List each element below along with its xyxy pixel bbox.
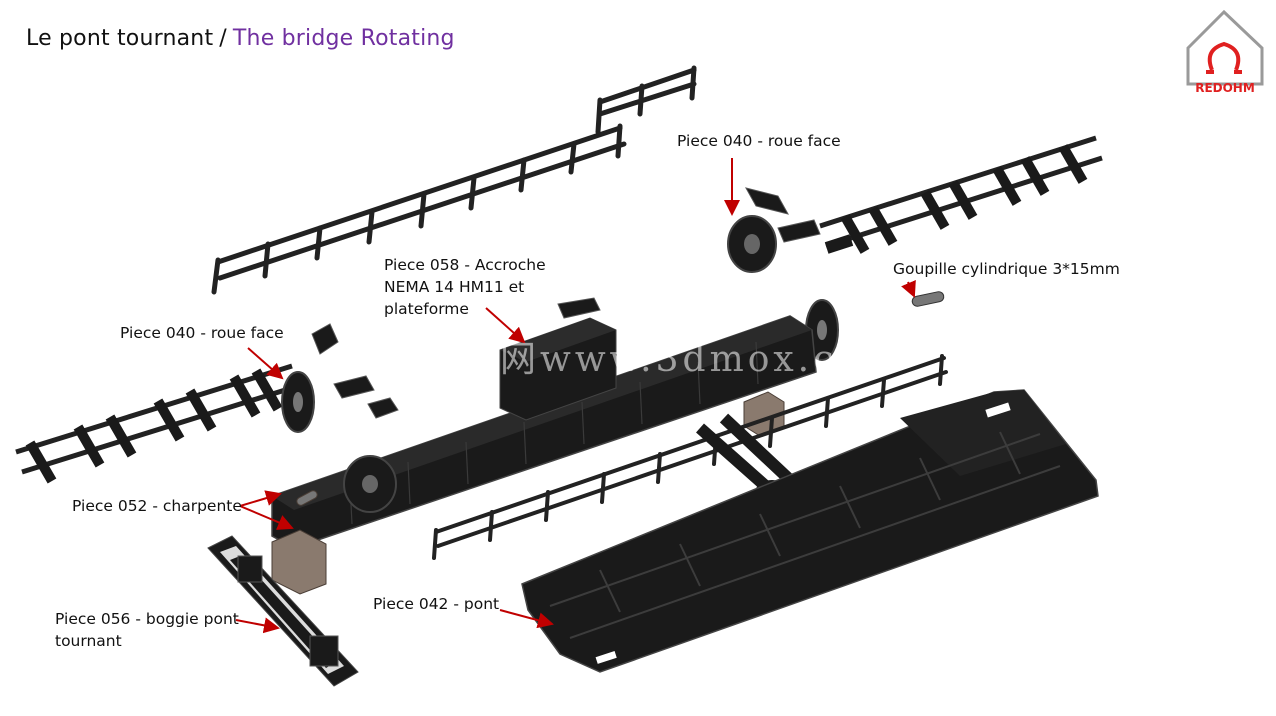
page-title: Le pont tournant/The bridge Rotating bbox=[26, 26, 455, 51]
watermark: 网www.3dmox.com bbox=[500, 339, 902, 380]
arrow-goupille bbox=[901, 279, 916, 298]
wheel-040-top bbox=[727, 215, 777, 273]
track-left bbox=[15, 363, 299, 484]
top-railing bbox=[211, 65, 697, 295]
arrow-piece058 bbox=[485, 307, 526, 344]
label-piece056: Piece 056 - boggie pont tournant bbox=[55, 608, 239, 652]
arrow-piece056 bbox=[235, 617, 280, 634]
label-piece040-left: Piece 040 - roue face bbox=[120, 324, 284, 342]
label-piece042: Piece 042 - pont bbox=[373, 595, 500, 613]
title-separator: / bbox=[219, 26, 227, 51]
label-piece056-line2: tournant bbox=[55, 632, 122, 650]
label-goupille: Goupille cylindrique 3*15mm bbox=[893, 260, 1120, 278]
arrow-piece042 bbox=[499, 609, 554, 629]
goupille-pin bbox=[911, 291, 945, 307]
title-en: The bridge Rotating bbox=[232, 26, 455, 51]
boggie-056 bbox=[207, 535, 359, 687]
small-plates-top bbox=[745, 187, 821, 243]
label-piece058-line1: Piece 058 - Accroche bbox=[384, 256, 546, 274]
label-piece052: Piece 052 - charpente bbox=[72, 497, 242, 515]
small-parts-left bbox=[311, 297, 601, 419]
label-piece058-line2: NEMA 14 HM11 et bbox=[384, 278, 525, 296]
label-piece058-line3: plateforme bbox=[384, 300, 469, 318]
logo-text: REDOHM bbox=[1195, 81, 1255, 95]
wheel-040-left bbox=[281, 371, 315, 433]
title-fr: Le pont tournant bbox=[26, 26, 214, 51]
wheel-beam bbox=[343, 455, 397, 513]
callout-arrows bbox=[235, 158, 916, 634]
support-frame bbox=[696, 413, 795, 495]
arrow-piece052-a bbox=[239, 490, 282, 507]
label-piece040-top: Piece 040 - roue face bbox=[677, 132, 841, 150]
redohm-logo: REDOHM bbox=[1186, 9, 1264, 95]
nema-mount-block bbox=[499, 317, 617, 421]
arrow-piece052-b bbox=[239, 505, 294, 530]
label-piece058: Piece 058 - Accroche NEMA 14 HM11 et pla… bbox=[384, 254, 546, 320]
label-piece056-line1: Piece 056 - boggie pont bbox=[55, 610, 239, 628]
track-right bbox=[819, 135, 1103, 254]
bottom-railing bbox=[432, 354, 948, 560]
arrow-piece040-left bbox=[247, 347, 284, 380]
